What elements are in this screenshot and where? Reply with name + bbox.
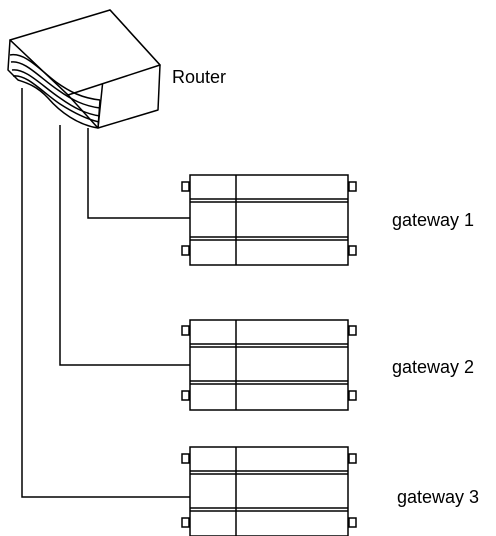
cable-gateway-2 <box>59 125 190 366</box>
gateway-2-label: gateway 2 <box>392 357 474 377</box>
cable-gateway-3 <box>21 88 190 498</box>
gateway-3-device <box>181 446 357 536</box>
router-label: Router <box>172 67 226 87</box>
gateway-2-device <box>181 319 357 411</box>
gateway-3-label: gateway 3 <box>397 487 479 507</box>
gateway-1-label: gateway 1 <box>392 210 474 230</box>
gateway-1-device <box>181 174 357 266</box>
cables <box>21 88 190 498</box>
cable-gateway-1 <box>87 128 190 219</box>
router-device <box>7 9 161 129</box>
